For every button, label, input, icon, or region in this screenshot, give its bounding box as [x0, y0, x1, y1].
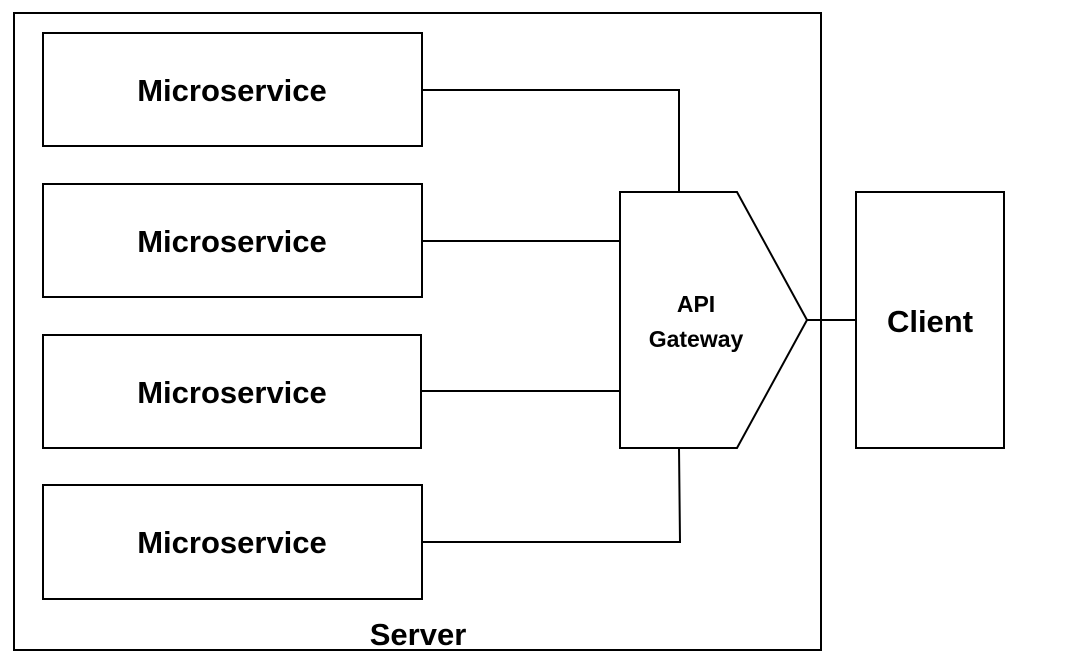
api-gateway-label-line2: Gateway: [649, 326, 744, 352]
api-gateway-shape: [619, 191, 809, 449]
api-gateway-label-line1: API: [677, 291, 715, 317]
microservice-box-4: Microservice: [42, 484, 423, 600]
microservice-label: Microservice: [137, 375, 327, 410]
client-box: Client: [855, 191, 1005, 449]
connector-microservice-4: [422, 447, 682, 543]
microservice-box-4-frame: [42, 484, 423, 600]
microservice-box-1-frame: [42, 32, 423, 147]
microservice-label: Microservice: [137, 525, 327, 560]
microservice-box-2: Microservice: [42, 183, 423, 298]
microservice-box-1: Microservice: [42, 32, 423, 147]
client-label: Client: [887, 304, 973, 339]
microservice-label: Microservice: [137, 73, 327, 108]
microservice-box-2-frame: [42, 183, 423, 298]
connector-microservice-1: [422, 89, 680, 192]
api-gateway: API Gateway: [619, 191, 809, 449]
microservice-box-3: Microservice: [42, 334, 422, 449]
server-label: Server: [370, 617, 467, 652]
microservice-box-3-frame: [42, 334, 422, 449]
microservice-label: Microservice: [137, 224, 327, 259]
client-box-frame: [855, 191, 1005, 449]
connectors: [421, 89, 856, 543]
